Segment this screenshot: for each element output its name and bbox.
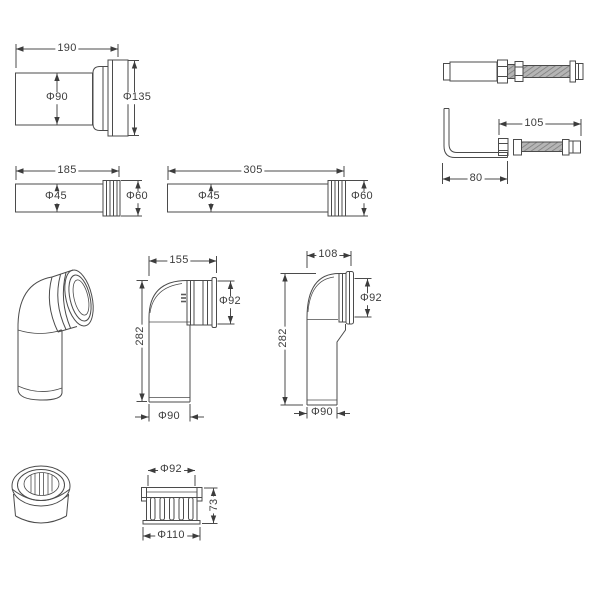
dim-label-elbow-narrow-width: 108	[316, 248, 340, 261]
dim-label-connector-length: 190	[55, 42, 79, 55]
dim-label-cap-base-dia: Φ110	[155, 529, 187, 542]
dim-label-elbow-narrow-outlet-dia: Φ90	[309, 406, 335, 419]
fixing-bolt-sleeve-drawing	[443, 59, 584, 84]
dim-label-elbow-wide-height: 282	[134, 324, 147, 348]
cap-ribs	[150, 497, 194, 521]
cap-inner-slats	[30, 472, 53, 496]
cap-3d-drawing	[11, 465, 71, 524]
dim-label-pipe-long-dia: Φ45	[196, 190, 222, 203]
extension-pipe-short-drawing	[15, 166, 142, 217]
dim-label-pipe-short-dia: Φ45	[43, 190, 69, 203]
dim-label-pipe-long-length: 305	[241, 164, 265, 177]
cap-section-drawing	[141, 467, 218, 541]
mold-mark	[181, 293, 186, 303]
dim-label-connector-flange-dia: Φ135	[120, 91, 154, 104]
dim-label-bolt-length: 105	[522, 117, 546, 130]
dim-label-pipe-short-length: 185	[55, 164, 79, 177]
dim-label-elbow-wide-width: 155	[167, 254, 191, 267]
dim-label-cap-top-dia: Φ92	[158, 463, 184, 476]
pan-connector-drawing	[15, 44, 139, 137]
dim-label-bracket-width: 80	[467, 172, 485, 185]
dim-label-cap-height: 73	[208, 496, 221, 514]
dim-label-elbow-narrow-socket-dia: Φ92	[358, 292, 384, 305]
dim-label-connector-pipe-dia: Φ90	[44, 91, 70, 104]
dim-label-pipe-long-socket-dia: Φ60	[349, 190, 375, 203]
elbow-108-drawing	[280, 251, 372, 419]
dim-label-pipe-short-socket-dia: Φ60	[124, 190, 150, 203]
dim-label-elbow-wide-socket-dia: Φ92	[217, 295, 243, 308]
elbow-155-drawing	[135, 256, 235, 422]
wall-bracket-bolt-drawing	[442, 108, 582, 184]
elbow-3d-drawing	[17, 269, 94, 401]
dim-label-elbow-wide-outlet-dia: Φ90	[156, 410, 182, 423]
dim-label-elbow-narrow-height: 282	[277, 326, 290, 350]
